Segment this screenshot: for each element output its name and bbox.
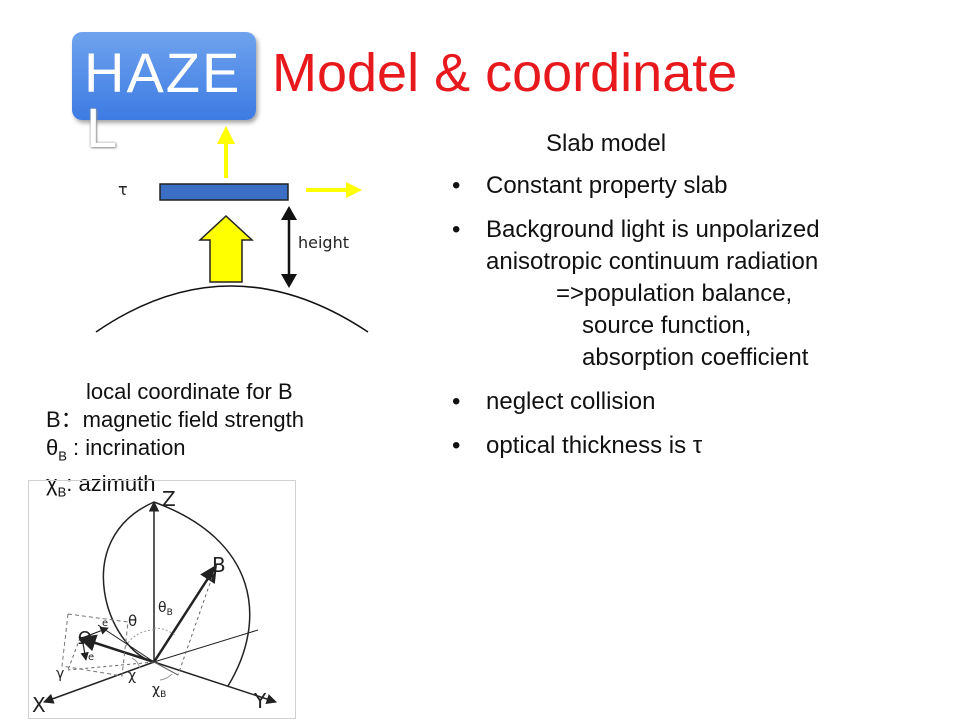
coordinate-figure: Z X Y B Ω θ θB χ χB γ e e xyxy=(28,480,296,719)
legend-heading: local coordinate for B xyxy=(86,379,293,404)
e-par-vector xyxy=(80,637,89,661)
theta-b-label: θB xyxy=(158,600,173,618)
chi-arc xyxy=(131,657,141,669)
bullet-dot: • xyxy=(452,216,461,243)
outer-arc xyxy=(153,501,251,687)
bullet-item: • Constant property slab xyxy=(450,170,950,202)
bullet-dot: • xyxy=(452,388,461,415)
slab-rect xyxy=(159,183,289,201)
figure-frame xyxy=(28,480,296,719)
bullet-sub-line: =>population balance, xyxy=(556,280,793,307)
haze-badge-overflow-text: L xyxy=(86,96,118,159)
background-light-arrow xyxy=(198,214,254,283)
legend-b-line: B：magnetic field strength xyxy=(46,407,305,432)
b-vector xyxy=(152,564,218,663)
height-label: height xyxy=(298,233,349,252)
bullet-sub-line: source function, xyxy=(582,312,752,339)
z-axis-label: Z xyxy=(162,487,176,511)
chi-label: χ xyxy=(128,668,136,684)
back-axis-line xyxy=(153,629,259,663)
surface-arc xyxy=(95,285,369,333)
x-axis xyxy=(43,661,155,704)
bullet-sub-line: absorption coefficient xyxy=(582,344,809,371)
x-axis-label: X xyxy=(32,693,46,717)
bullet-heading: Slab model xyxy=(546,130,667,157)
theta-b-arc xyxy=(153,627,177,637)
chi-b-label: χB xyxy=(152,682,166,700)
bullet-item: • Background light is unpolarized anisot… xyxy=(450,214,950,374)
height-double-arrow xyxy=(281,206,297,288)
bullet-list: Slab model • Constant property slab • Ba… xyxy=(450,128,950,474)
legend-theta-line: θB : incrination xyxy=(46,435,186,464)
slab-diagram: τ height xyxy=(95,126,369,333)
e-perp-label: e xyxy=(102,618,108,629)
bullet-dot: • xyxy=(452,172,461,199)
theta-label: θ xyxy=(128,612,137,630)
y-axis-label: Y xyxy=(253,689,267,713)
bullet-item: • neglect collision xyxy=(450,386,950,418)
omega-label: Ω xyxy=(78,628,92,649)
tau-label: τ xyxy=(118,180,128,199)
bullet-item: • optical thickness is τ xyxy=(450,430,950,462)
meridian-arc xyxy=(102,501,155,663)
b-projection xyxy=(177,565,217,676)
haze-badge xyxy=(72,32,256,120)
legend-chi-line: χB: azimuth xyxy=(46,471,156,500)
omega-plane xyxy=(61,613,129,677)
gamma-label: γ xyxy=(56,666,64,682)
scattered-ray-arrow xyxy=(306,182,362,198)
omega-horizontal-projection xyxy=(67,661,155,671)
emitted-ray-arrow xyxy=(217,126,235,178)
haze-badge-text: HAZE xyxy=(84,41,242,104)
bullet-dot: • xyxy=(452,432,461,459)
e-par-label: e xyxy=(88,652,94,663)
b-vector-label: B xyxy=(212,553,226,577)
b-horizontal-projection xyxy=(153,661,179,676)
y-axis xyxy=(153,661,277,705)
e-perp-vector xyxy=(81,626,109,639)
theta-arc xyxy=(125,629,155,647)
coordinate-legend: local coordinate for B B：magnetic field … xyxy=(46,378,304,507)
chi-b-arc xyxy=(159,673,173,681)
slide-title: Model & coordinate xyxy=(272,43,738,103)
omega-vector xyxy=(78,634,155,664)
